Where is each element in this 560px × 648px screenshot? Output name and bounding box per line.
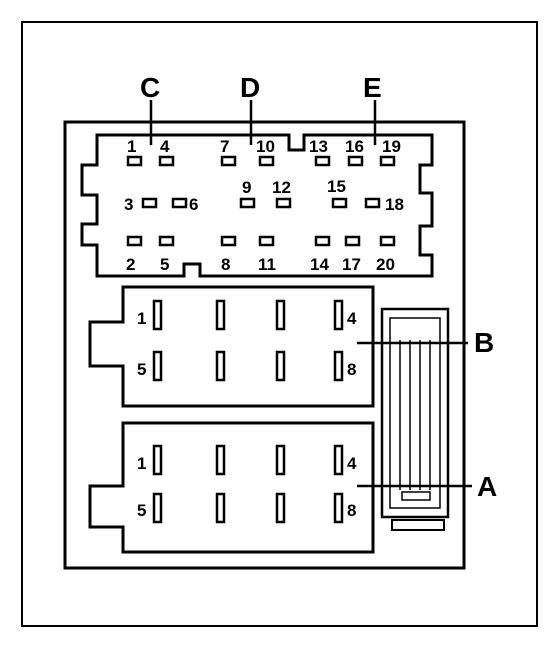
housing-outline: [63, 120, 466, 570]
block-b-label-8: 8: [347, 360, 356, 379]
pin-label-14: 14: [310, 255, 329, 274]
pin-socket-5: [158, 235, 175, 247]
pin-label-8: 8: [221, 255, 230, 274]
callout-label-d: D: [240, 72, 260, 103]
latch-frame: [380, 307, 450, 519]
pin-socket-3: [141, 197, 158, 209]
block-a-pin-7: [275, 492, 286, 524]
block-b-pin-5: [152, 350, 163, 382]
pin-socket-17: [344, 235, 361, 247]
callout-label-e: E: [363, 72, 382, 103]
callout-label-c: C: [140, 72, 160, 103]
pin-socket-13: [314, 155, 331, 167]
block-a-pin-8: [333, 492, 344, 524]
block-a-label-4: 4: [347, 454, 357, 473]
pin-socket-2: [126, 235, 143, 247]
block-a-outline: [88, 421, 375, 554]
block-a-pin-6: [215, 492, 226, 524]
pin-socket-6: [171, 197, 188, 209]
pin-socket-19: [379, 155, 396, 167]
block-b-pin-3: [275, 299, 286, 331]
block-a-pin-5: [152, 492, 163, 524]
callout-label-a: A: [477, 471, 497, 502]
block-a-pin-2: [215, 444, 226, 476]
pin-label-4: 4: [160, 137, 170, 156]
block-b: 1 4 5 8: [88, 285, 375, 408]
outer-frame: [21, 21, 538, 627]
pin-socket-4: [158, 155, 175, 167]
pin-socket-16: [347, 155, 364, 167]
pin-socket-11: [258, 235, 275, 247]
pin-socket-7: [220, 155, 237, 167]
pin-label-10: 10: [256, 137, 275, 156]
pin-socket-9: [239, 197, 256, 209]
pin-socket-8: [220, 235, 237, 247]
block-b-pin-2: [215, 299, 226, 331]
pin-label-11: 11: [258, 255, 276, 274]
pin-label-7: 7: [220, 137, 229, 156]
pin-label-6: 6: [189, 195, 198, 214]
block-b-outline: [88, 285, 375, 408]
pin-label-20: 20: [376, 255, 395, 274]
pin-label-19: 19: [382, 137, 401, 156]
block-b-pin-6: [215, 350, 226, 382]
pin-socket-10: [258, 155, 275, 167]
pin-label-13: 13: [309, 137, 328, 156]
block-a-pin-3: [275, 444, 286, 476]
block-b-label-1: 1: [137, 309, 146, 328]
pin-socket-18: [364, 197, 381, 209]
pin-socket-15: [331, 197, 348, 209]
locking-latch: [380, 307, 450, 531]
pin-socket-12: [275, 197, 292, 209]
block-a-label-8: 8: [347, 501, 356, 520]
pin-label-16: 16: [345, 137, 364, 156]
pin-label-18: 18: [385, 195, 404, 214]
block-a-label-1: 1: [137, 454, 146, 473]
block-a-pin-4: [333, 444, 344, 476]
pin-label-5: 5: [160, 255, 169, 274]
block-b-pin-7: [275, 350, 286, 382]
top-connector: 1 4 7 10 13 16 19 3 6 9 12 15 18 2 5 8 1…: [80, 133, 434, 278]
pin-socket-1: [126, 155, 143, 167]
pin-label-12: 12: [272, 178, 291, 197]
block-b-pin-1: [152, 299, 163, 331]
latch-inner: [389, 317, 441, 509]
pin-socket-20: [379, 235, 396, 247]
pin-label-17: 17: [342, 255, 361, 274]
block-b-pin-4: [333, 299, 344, 331]
block-b-label-5: 5: [137, 360, 146, 379]
top-connector-outline: [80, 133, 434, 278]
callout-label-b: B: [474, 327, 494, 358]
latch-catch: [401, 491, 431, 501]
block-a-label-5: 5: [137, 501, 146, 520]
pin-label-15: 15: [327, 177, 346, 196]
block-b-pin-8: [333, 350, 344, 382]
pin-socket-14: [314, 235, 331, 247]
pin-label-2: 2: [126, 255, 135, 274]
latch-tab: [391, 519, 445, 531]
block-b-label-4: 4: [347, 309, 357, 328]
pin-label-3: 3: [124, 195, 133, 214]
pin-label-1: 1: [127, 137, 136, 156]
block-a: 1 4 5 8: [88, 421, 375, 554]
pin-label-9: 9: [242, 178, 251, 197]
block-a-pin-1: [152, 444, 163, 476]
